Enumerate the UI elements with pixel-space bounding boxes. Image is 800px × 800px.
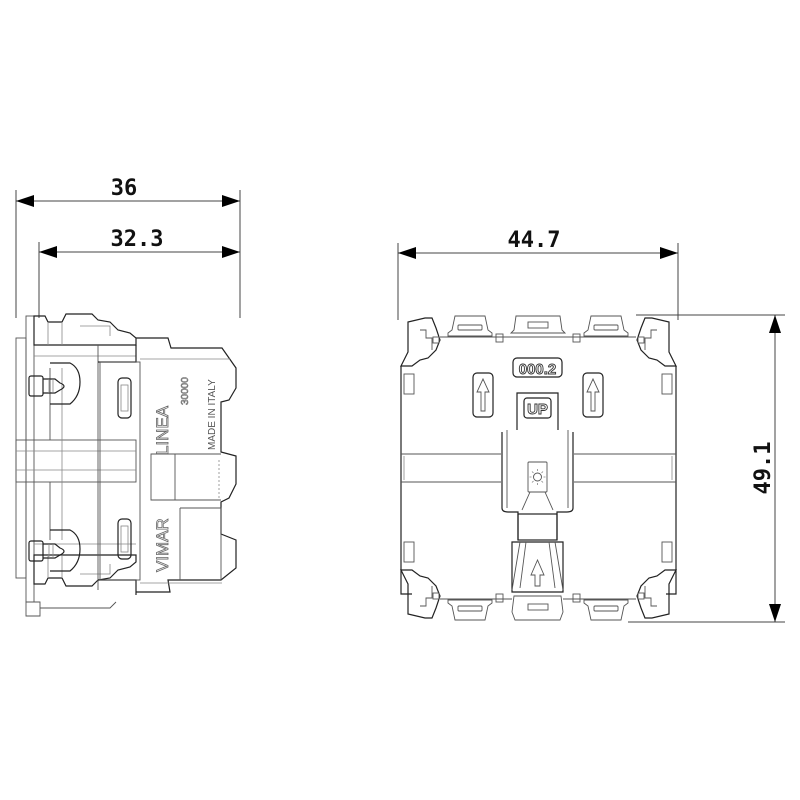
brand-mark: VIMAR	[153, 518, 172, 572]
arrow-up-icon-left	[472, 372, 494, 418]
slot-bottom	[117, 518, 132, 560]
arrow-up-icon-right	[582, 372, 604, 418]
led-sun-icon	[529, 469, 546, 485]
dimension-36: 36	[15, 176, 241, 318]
dimension-label-49-1: 49.1	[751, 442, 776, 495]
svg-text:000.2: 000.2	[519, 361, 557, 378]
latch-tr	[661, 373, 673, 395]
side-view: LINEA 30000 MADE IN ITALY VIMAR	[15, 313, 237, 617]
rear-view: 000.2 UP	[400, 315, 677, 621]
svg-text:UP: UP	[527, 401, 548, 418]
dimension-label-36: 36	[111, 176, 138, 201]
top-clips	[400, 315, 677, 367]
up-box: UP	[516, 392, 559, 430]
origin-mark: MADE IN ITALY	[207, 379, 218, 450]
code-mark: 30000	[180, 377, 191, 405]
latch-br	[661, 541, 673, 563]
screw-terminal-top	[28, 362, 81, 405]
arrow-up-icon-bottom	[530, 558, 545, 587]
dimension-49-1: 49.1	[628, 314, 785, 623]
bottom-clips	[400, 569, 677, 621]
dimension-label-32-3: 32.3	[111, 227, 164, 252]
side-markings: LINEA 30000 MADE IN ITALY VIMAR	[153, 376, 218, 572]
led-sun-icon-box	[527, 461, 548, 493]
dimension-44-7: 44.7	[397, 228, 679, 320]
slot-top	[117, 377, 132, 419]
dimension-label-44-7: 44.7	[508, 228, 561, 253]
dimension-32-3: 32.3	[38, 227, 240, 318]
screw-terminal-bottom	[28, 529, 81, 572]
latch-bl	[403, 541, 415, 563]
series-mark: LINEA	[153, 405, 172, 455]
code-box: 000.2	[512, 357, 563, 378]
latch-tl	[403, 373, 415, 395]
